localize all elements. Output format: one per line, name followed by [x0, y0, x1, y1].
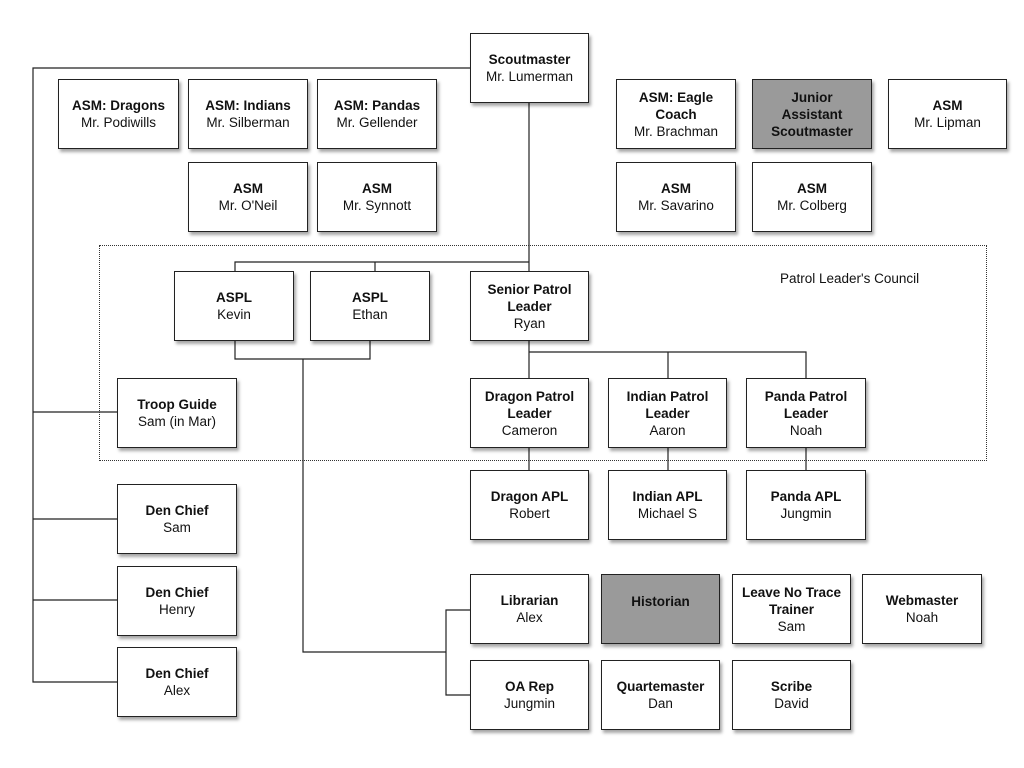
box-name: Mr. O'Neil: [218, 198, 278, 213]
box-name: Jungmin: [503, 696, 556, 711]
box-name: Mr. Colberg: [777, 198, 847, 213]
box-name: Aaron: [649, 422, 686, 438]
box-name: Michael S: [637, 506, 698, 521]
box-name: Robert: [509, 506, 550, 521]
box-name: Mr. Gellender: [336, 115, 418, 130]
box-title: ASM: [661, 181, 691, 196]
box-asm-savarino: ASM Mr. Savarino: [616, 162, 736, 232]
box-title: ASM: [932, 98, 963, 113]
box-title: Junior Assistant Scoutmaster: [771, 89, 853, 139]
box-name: Mr. Savarino: [638, 198, 714, 213]
box-name: Ethan: [352, 307, 388, 322]
box-asm-colberg: ASM Mr. Colberg: [752, 162, 872, 232]
box-quartermaster: Quartemaster Dan: [601, 660, 720, 730]
box-asm-pandas: ASM: Pandas Mr. Gellender: [317, 79, 437, 149]
box-title: Dragon Patrol Leader: [484, 388, 575, 421]
box-name: Noah: [789, 422, 823, 438]
box-asm-synnott: ASM Mr. Synnott: [317, 162, 437, 232]
box-title: Den Chief: [145, 666, 209, 681]
box-scribe: Scribe David: [732, 660, 851, 730]
box-title: Senior Patrol Leader: [487, 281, 572, 314]
box-name: Sam (in Mar): [137, 414, 216, 429]
box-name: Mr. Synnott: [342, 198, 412, 213]
box-panda-apl: Panda APL Jungmin: [746, 470, 866, 540]
box-asm-dragons: ASM: Dragons Mr. Podiwills: [58, 79, 179, 149]
box-dragon-patrol-leader: Dragon Patrol Leader Cameron: [470, 378, 589, 448]
box-den-chief-alex: Den Chief Alex: [117, 647, 237, 717]
box-title: ASM: Dragons: [71, 98, 165, 113]
box-title: OA Rep: [504, 679, 554, 694]
box-name: Jungmin: [780, 506, 832, 521]
box-title: ASM: [233, 181, 263, 196]
box-title: Webmaster: [885, 593, 959, 608]
box-asm-eagle-coach: ASM: Eagle Coach Mr. Brachman: [616, 79, 736, 149]
box-title: Den Chief: [145, 503, 209, 518]
box-name: Alex: [516, 610, 543, 625]
box-panda-patrol-leader: Panda Patrol Leader Noah: [746, 378, 866, 448]
box-indian-patrol-leader: Indian Patrol Leader Aaron: [608, 378, 727, 448]
box-dragon-apl: Dragon APL Robert: [470, 470, 589, 540]
box-title: Panda APL: [770, 489, 842, 504]
box-title: ASPL: [351, 290, 388, 305]
box-title: Quartemaster: [616, 679, 705, 694]
box-title: ASM: [362, 181, 392, 196]
box-troop-guide: Troop Guide Sam (in Mar): [117, 378, 237, 448]
box-name: Mr. Brachman: [633, 123, 719, 139]
box-aspl-ethan: ASPL Ethan: [310, 271, 430, 341]
box-title: Indian APL: [632, 489, 703, 504]
box-title: Dragon APL: [490, 489, 569, 504]
box-oa-rep: OA Rep Jungmin: [470, 660, 589, 730]
box-title: Troop Guide: [137, 397, 217, 412]
box-indian-apl: Indian APL Michael S: [608, 470, 727, 540]
box-title: Den Chief: [145, 585, 209, 600]
box-aspl-kevin: ASPL Kevin: [174, 271, 294, 341]
box-historian: Historian: [601, 574, 720, 644]
box-title: Panda Patrol Leader: [764, 388, 848, 421]
box-librarian: Librarian Alex: [470, 574, 589, 644]
box-name: Cameron: [501, 422, 558, 438]
box-name: Mr. Silberman: [206, 115, 290, 130]
box-name: Sam: [777, 618, 806, 634]
box-name: Mr. Lipman: [914, 115, 981, 130]
patrol-leaders-council-region: [99, 245, 987, 461]
box-title: Leave No Trace Trainer: [741, 584, 842, 617]
patrol-leaders-council-label: Patrol Leader's Council: [780, 271, 920, 286]
box-asm-oneil: ASM Mr. O'Neil: [188, 162, 308, 232]
box-lnt-trainer: Leave No Trace Trainer Sam: [732, 574, 851, 644]
box-asm-lipman: ASM Mr. Lipman: [888, 79, 1007, 149]
box-title: ASPL: [215, 290, 252, 305]
box-asm-indians: ASM: Indians Mr. Silberman: [188, 79, 308, 149]
box-title: Scribe: [770, 679, 813, 694]
box-senior-patrol-leader: Senior Patrol Leader Ryan: [470, 271, 589, 341]
box-name: Alex: [163, 683, 191, 698]
box-webmaster: Webmaster Noah: [862, 574, 982, 644]
box-name: Noah: [905, 610, 939, 625]
box-title: ASM: [797, 181, 827, 196]
box-name: Henry: [158, 602, 195, 617]
box-den-chief-henry: Den Chief Henry: [117, 566, 237, 636]
box-name: Ryan: [513, 315, 546, 331]
box-name: Mr. Podiwills: [80, 115, 156, 130]
box-title: Indian Patrol Leader: [626, 388, 709, 421]
box-title: Scoutmaster: [488, 52, 571, 67]
box-title: ASM: Indians: [205, 98, 291, 113]
box-name: Sam: [163, 520, 191, 535]
box-title: ASM: Eagle Coach: [638, 89, 714, 122]
box-title: Librarian: [500, 593, 559, 608]
box-name: Kevin: [217, 307, 251, 322]
box-title: Historian: [631, 594, 690, 609]
box-name: Mr. Lumerman: [485, 69, 574, 84]
box-junior-asm: Junior Assistant Scoutmaster: [752, 79, 872, 149]
box-title: ASM: Pandas: [333, 98, 421, 113]
box-name: David: [774, 696, 809, 711]
box-name: Dan: [648, 696, 673, 711]
box-scoutmaster: Scoutmaster Mr. Lumerman: [470, 33, 589, 103]
box-den-chief-sam: Den Chief Sam: [117, 484, 237, 554]
